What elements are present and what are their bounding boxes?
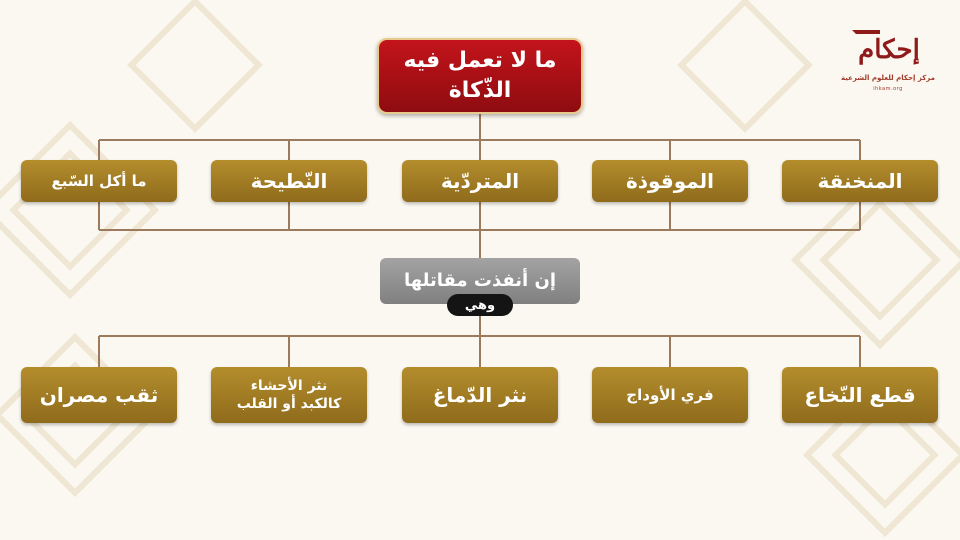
item-node-2: الموقوذة xyxy=(592,160,748,202)
logo-subtitle-latin: ihkam.org xyxy=(873,86,903,92)
item-node-5: ما أكل السّبع xyxy=(21,160,177,202)
item-node-4: النّطيحة xyxy=(211,160,367,202)
condition-note-pill: وهي xyxy=(447,294,513,316)
root-node: ما لا تعمل فيه الذّكاة xyxy=(377,38,583,114)
wound-node-2: فري الأوداج xyxy=(592,367,748,423)
logo-mark: إحكام xyxy=(858,35,920,65)
wound-node-1: قطع النّخاع xyxy=(782,367,938,423)
logo-roof-icon xyxy=(852,30,880,44)
wound-node-5: ثقب مصران xyxy=(21,367,177,423)
logo-subtitle: مركز إحكام للعلوم الشرعية xyxy=(841,74,935,82)
item-node-3: المتردّية xyxy=(402,160,558,202)
brand-logo: إحكام مركز إحكام للعلوم الشرعية ihkam.or… xyxy=(840,26,936,102)
wound-node-4: نثر الأحشاء كالكبد أو القلب xyxy=(211,367,367,423)
item-node-1: المنخنقة xyxy=(782,160,938,202)
wound-node-3: نثر الدّماغ xyxy=(402,367,558,423)
